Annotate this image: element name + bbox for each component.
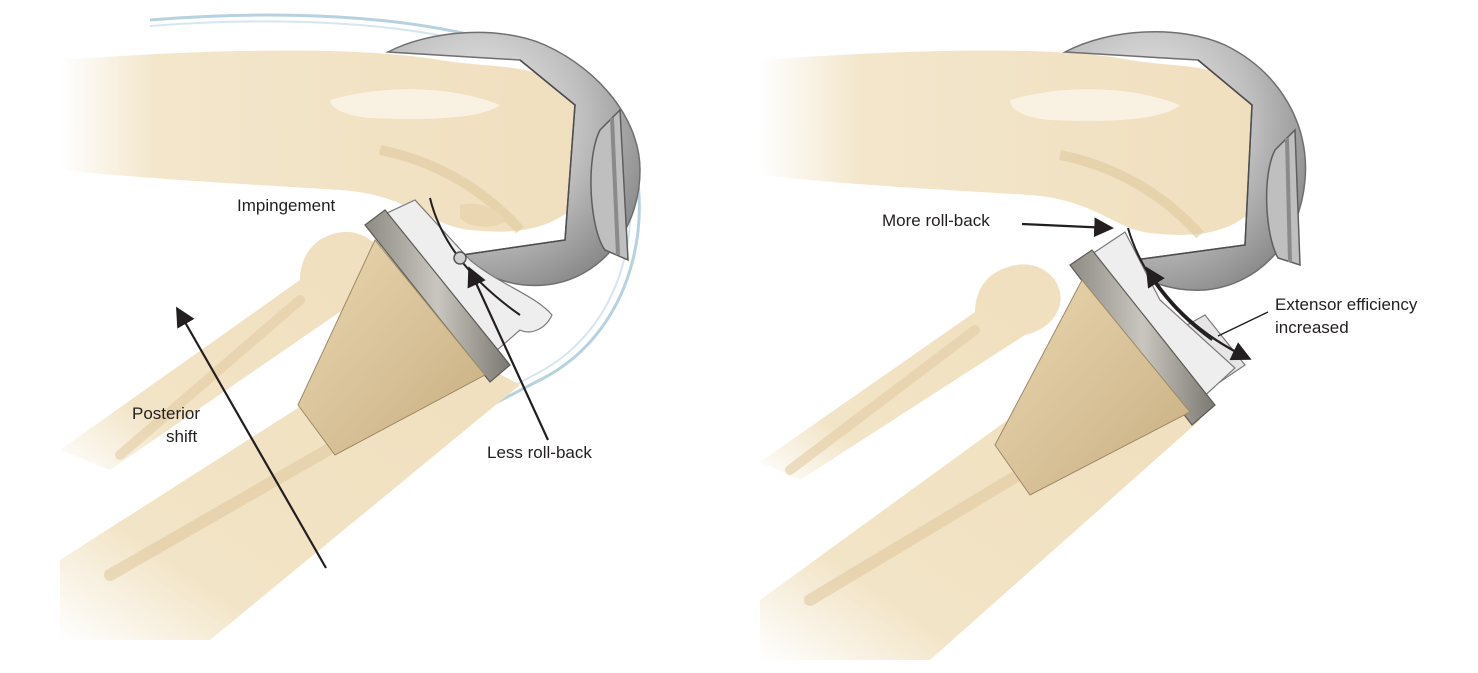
more-rollback-label: More roll-back [882, 211, 990, 230]
more-rollback-arrow [1022, 224, 1110, 228]
impingement-contact-point [454, 252, 466, 264]
extensor-efficiency-label-line2: increased [1275, 318, 1349, 337]
posterior-shift-label-line2: shift [166, 427, 197, 446]
posterior-shift-label-line1: Posterior [132, 404, 200, 423]
femur [760, 51, 1262, 235]
extensor-leader-line [1218, 312, 1268, 336]
left-knee-illustration: Impingement Posterior shift Less roll-ba… [60, 15, 640, 640]
impingement-label: Impingement [237, 196, 336, 215]
less-rollback-label: Less roll-back [487, 443, 592, 462]
extensor-efficiency-label-line1: Extensor efficiency [1275, 295, 1418, 314]
right-knee-illustration: More roll-back Extensor efficiency incre… [760, 32, 1418, 660]
